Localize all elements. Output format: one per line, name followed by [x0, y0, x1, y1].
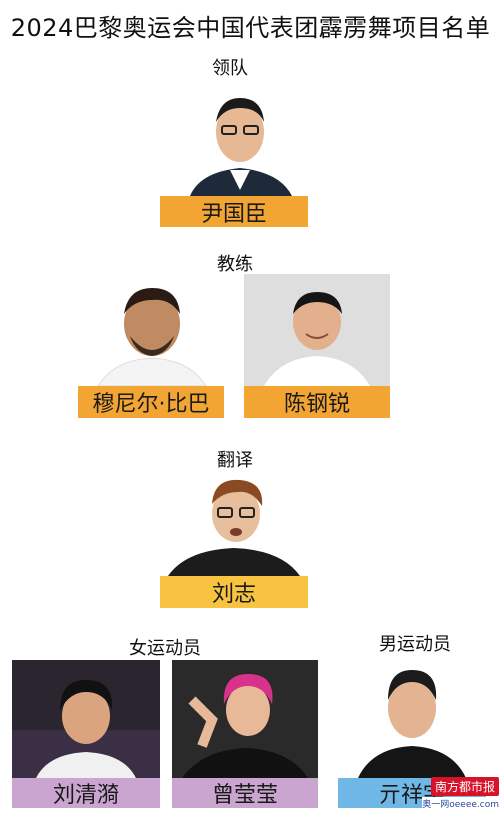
nameplate-female-1: 刘清漪: [12, 778, 160, 808]
section-label-leader: 领队: [212, 58, 248, 79]
website-watermark: 奥一网oeeee.com: [422, 797, 499, 810]
section-label-female: 女运动员: [129, 638, 201, 659]
person-silhouette-icon: [190, 98, 292, 196]
photo-translator: [160, 470, 308, 576]
section-label-coach: 教练: [217, 254, 253, 275]
photo-leader: [180, 80, 300, 196]
photo-female-1: [12, 660, 160, 778]
person-silhouette-icon: [358, 670, 466, 778]
person-silhouette-icon: [12, 680, 160, 778]
page-title: 2024巴黎奥运会中国代表团霹雳舞项目名单: [10, 14, 491, 42]
person-silhouette-icon: [264, 292, 370, 386]
nameplate-female-2: 曾莹莹: [172, 778, 318, 808]
photo-coach-2: [244, 274, 390, 386]
nameplate-translator: 刘志: [160, 576, 308, 608]
nameplate-coach-2: 陈钢锐: [244, 386, 390, 418]
photo-male-1: [338, 656, 486, 778]
section-label-male: 男运动员: [379, 634, 451, 655]
person-silhouette-icon: [182, 674, 308, 778]
section-label-translator: 翻译: [217, 450, 253, 471]
person-silhouette-icon: [97, 288, 207, 386]
photo-coach-1: [78, 274, 224, 386]
photo-female-2: [172, 660, 318, 778]
person-silhouette-icon: [168, 479, 300, 576]
nameplate-coach-1: 穆尼尔·比巴: [78, 386, 224, 418]
newspaper-logo: 南方都市报: [430, 777, 499, 796]
nameplate-leader: 尹国臣: [160, 196, 308, 227]
